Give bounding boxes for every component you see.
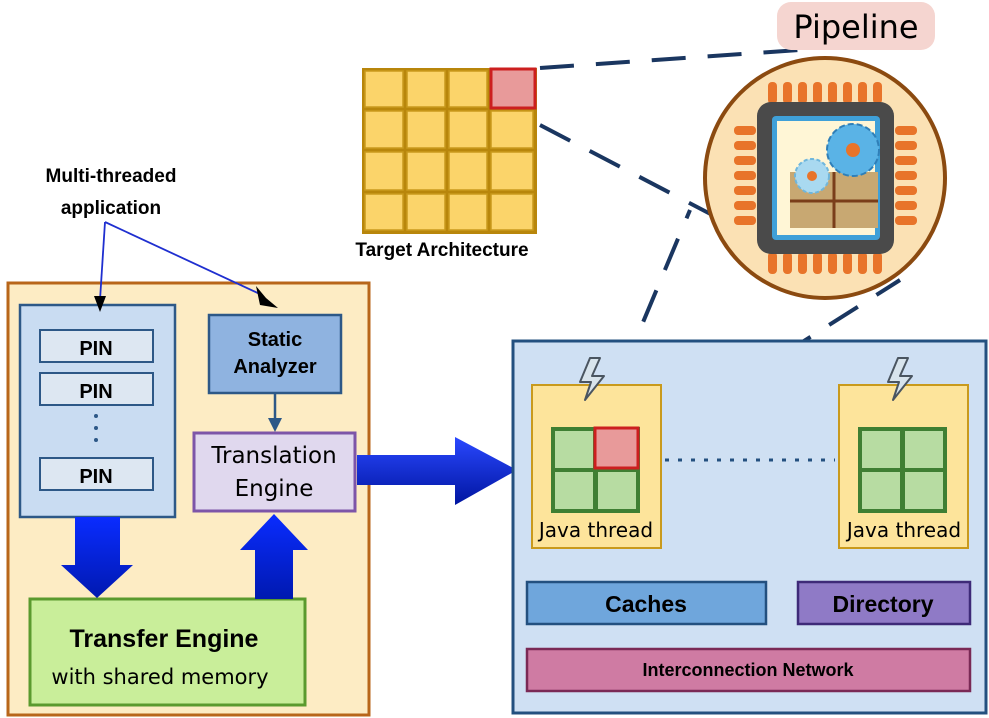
gear-icon [826, 123, 880, 177]
target-architecture-grid [362, 67, 537, 234]
multithreaded-label-line1: Multi-threaded [46, 166, 177, 187]
pipeline-label: Pipeline [777, 2, 935, 50]
transfer-engine-subtitle: with shared memory [51, 665, 268, 689]
directory-box: Directory [796, 580, 972, 626]
directory-label: Directory [833, 591, 934, 617]
interconnect-label: Interconnection Network [642, 660, 854, 680]
pipeline-text: Pipeline [793, 8, 918, 46]
lightning-icon [887, 357, 913, 401]
application-arrows [94, 221, 278, 312]
target-architecture-label: Target Architecture [355, 240, 528, 261]
translation-line2: Engine [235, 476, 314, 502]
static-to-translation-arrow [268, 393, 282, 432]
highlighted-core [593, 426, 640, 470]
pin-label: PIN [79, 338, 112, 360]
pin-box: PIN [39, 457, 154, 491]
static-analyzer-line2: Analyzer [233, 356, 317, 378]
pin-box: PIN [39, 372, 154, 406]
right-arrow [357, 437, 517, 505]
java-thread-label-left: Java thread [537, 518, 653, 542]
static-analyzer-line1: Static [248, 329, 302, 351]
caches-label: Caches [605, 591, 687, 617]
pin-box: PIN [39, 329, 154, 363]
gear-icon [794, 158, 830, 194]
multithreaded-label-line2: application [61, 198, 161, 219]
down-arrow [61, 517, 133, 598]
pin-label: PIN [79, 381, 112, 403]
highlighted-core [489, 67, 537, 110]
java-thread-tile-left: Java thread [531, 384, 662, 549]
pin-label: PIN [79, 466, 112, 488]
java-thread-label-right: Java thread [845, 518, 961, 542]
lightning-icon [579, 357, 605, 401]
translation-engine-box: Translation Engine [192, 431, 357, 513]
transfer-engine-box: Transfer Engine with shared memory [28, 597, 307, 707]
caches-box: Caches [525, 580, 768, 626]
chip-icon [703, 56, 947, 300]
ellipsis-dots [94, 414, 98, 442]
up-arrow [240, 514, 308, 599]
java-thread-tile-right: Java thread [838, 384, 969, 549]
transfer-engine-title: Transfer Engine [70, 625, 259, 653]
static-analyzer-box: Static Analyzer [207, 313, 343, 395]
interconnect-box: Interconnection Network [525, 647, 972, 693]
translation-line1: Translation [210, 443, 336, 469]
